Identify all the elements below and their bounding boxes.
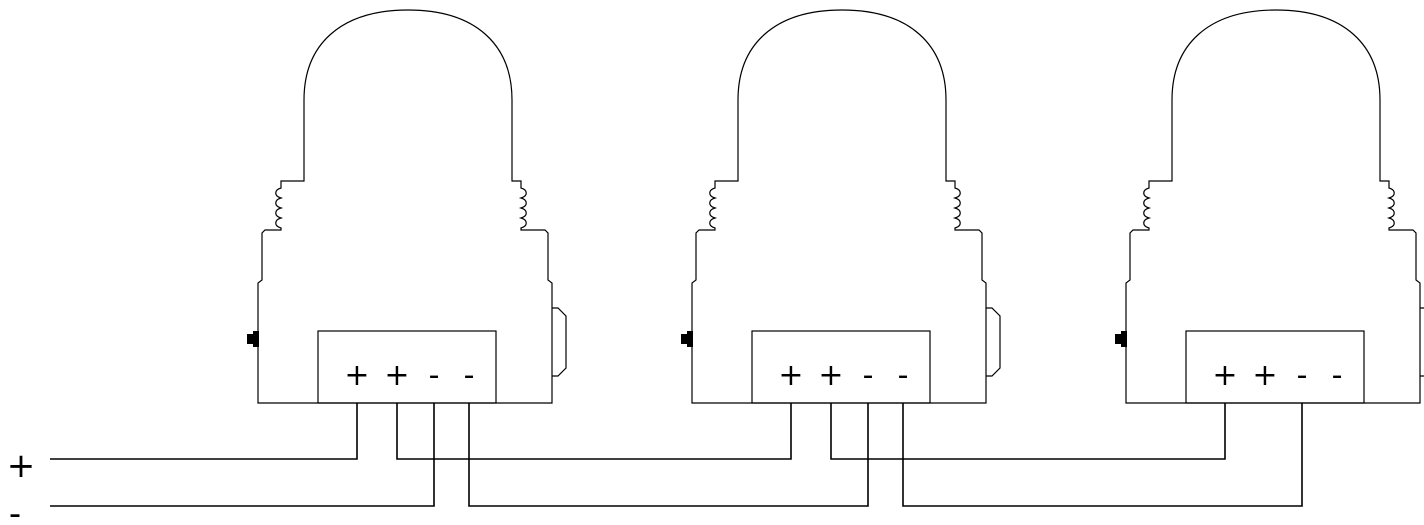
wire-negative-u1-u2 xyxy=(468,403,869,507)
unit-3-terminal-1: + xyxy=(1212,358,1237,393)
wire-negative-u2-u3 xyxy=(902,403,1303,507)
unit-1-terminal-2: + xyxy=(384,358,409,393)
unit-3-terminal-2: + xyxy=(1252,358,1277,393)
wire-positive-u1-u2 xyxy=(396,403,792,460)
supply-positive-label: + xyxy=(7,446,36,486)
unit-1-terminal-3: - xyxy=(429,358,440,393)
device-housing-1 xyxy=(246,9,567,404)
unit-2-terminal-4: - xyxy=(898,358,909,393)
device-housing-2 xyxy=(680,9,1001,404)
unit-2-terminal-3: - xyxy=(863,358,874,393)
supply-negative-label: - xyxy=(9,494,21,520)
unit-1-terminal-4: - xyxy=(464,358,475,393)
device-housing-3 xyxy=(1114,9,1424,404)
wire-supply-negative xyxy=(50,403,435,507)
wire-supply-positive xyxy=(50,403,358,460)
unit-3-terminal-4: - xyxy=(1332,358,1343,393)
unit-2-terminal-1: + xyxy=(778,358,803,393)
wire-positive-u2-u3 xyxy=(830,403,1226,460)
unit-2-terminal-2: + xyxy=(818,358,843,393)
unit-1-terminal-1: + xyxy=(344,358,369,393)
unit-3-terminal-3: - xyxy=(1297,358,1308,393)
